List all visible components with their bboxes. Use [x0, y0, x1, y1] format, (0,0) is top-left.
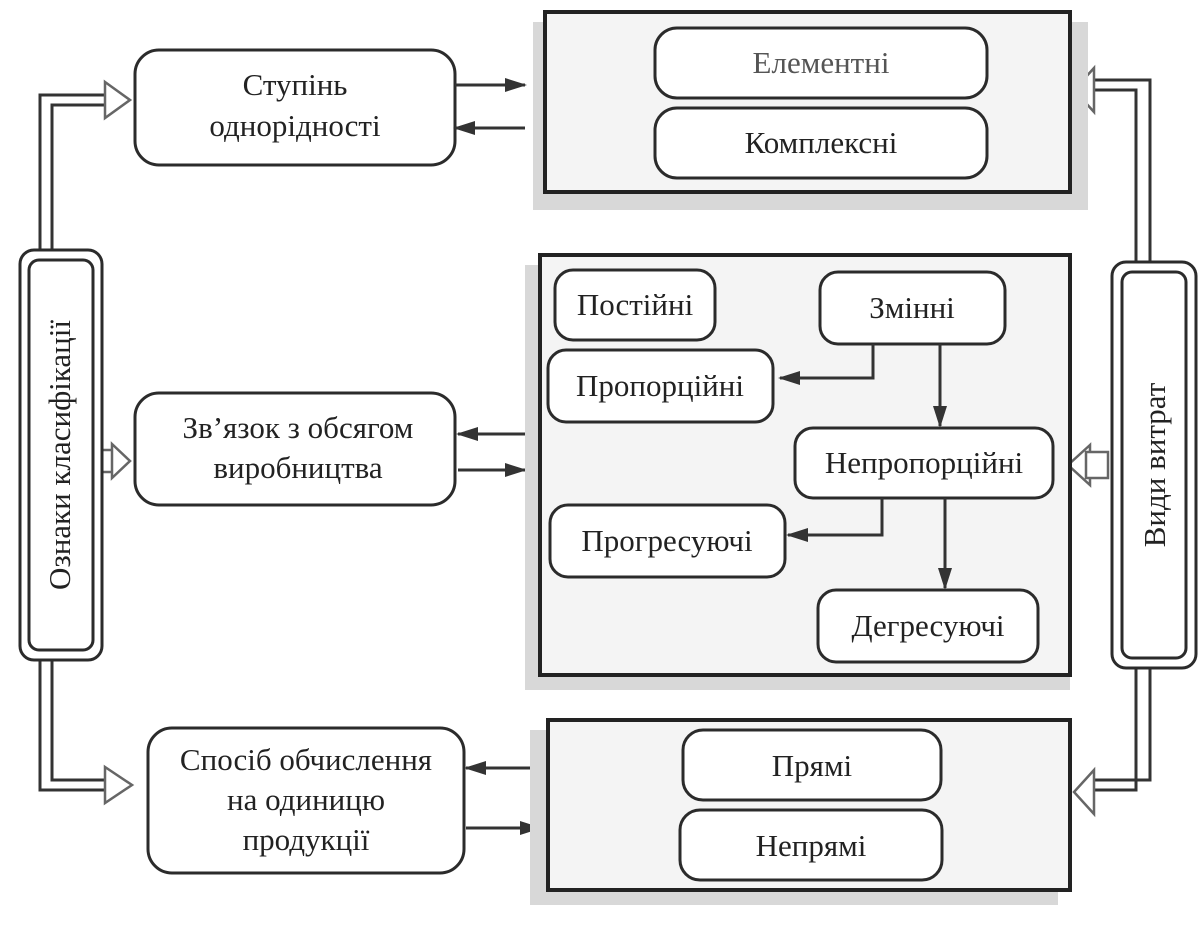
- criterion-homogeneity-line1: Ступінь: [243, 67, 348, 102]
- right-cost-types-bar: Види витрат: [1110, 260, 1198, 670]
- right-connectors: [1066, 64, 1152, 818]
- group-indirect: Непрямі: [756, 828, 867, 863]
- left-label: Ознаки класифікації: [42, 320, 77, 590]
- exchange-arrows: [453, 78, 542, 835]
- right-label: Види витрат: [1137, 382, 1172, 547]
- group-variable: Змінні: [869, 290, 955, 325]
- criterion-volume-line2: виробництва: [213, 450, 383, 485]
- group-elemental: Елементні: [753, 45, 890, 80]
- criterion-homogeneity: Ступінь однорідності: [133, 48, 457, 167]
- volume-hierarchy-arrows: [778, 344, 952, 590]
- criterion-homogeneity-line2: однорідності: [209, 108, 381, 143]
- criterion-calculation-line1: Спосіб обчислення: [180, 742, 432, 777]
- hollow-arrow-to-calculation: [103, 764, 135, 806]
- panel-homogeneity-group: Елементні Комплексні: [533, 10, 1088, 210]
- criterion-volume: Зв’язок з обсягом виробництва: [133, 391, 457, 507]
- panel-volume-group: Постійні Змінні Пропорційні Непропорційн…: [525, 253, 1072, 690]
- criterion-volume-line1: Зв’язок з обсягом: [183, 410, 414, 445]
- panel-calculation-group: Прямі Непрямі: [530, 718, 1072, 905]
- hollow-arrow-to-volume: [110, 441, 132, 481]
- criterion-calculation: Спосіб обчислення на одиницю продукції: [146, 726, 466, 875]
- group-degressive: Дегресуючі: [851, 608, 1004, 643]
- group-progressive: Прогресуючі: [581, 523, 753, 558]
- criterion-calculation-line2: на одиницю: [227, 782, 385, 817]
- group-proportional: Пропорційні: [576, 368, 744, 403]
- group-nonproportional: Непропорційні: [825, 445, 1024, 480]
- group-constant: Постійні: [577, 287, 694, 322]
- left-classification-bar: Ознаки класифікації: [18, 248, 104, 662]
- criterion-calculation-line3: продукції: [243, 822, 370, 857]
- group-complex: Комплексні: [745, 125, 898, 160]
- hollow-arrow-to-calculation-group: [1072, 766, 1096, 818]
- hollow-arrow-to-homogeneity: [103, 79, 133, 121]
- group-direct: Прямі: [772, 748, 853, 783]
